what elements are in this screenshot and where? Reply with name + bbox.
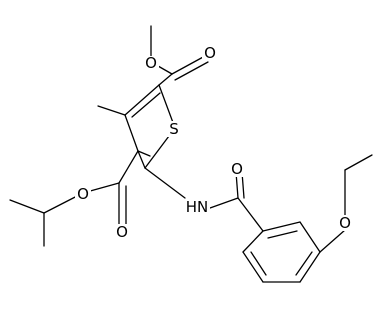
bond-isopropyl-ch-me1 bbox=[9, 199, 45, 214]
bond-c3-methyl bbox=[97, 105, 126, 116]
bond-c3-c2-b bbox=[131, 92, 161, 118]
atom-ester-left-ether-o: O bbox=[77, 185, 89, 203]
bond-ar1-ar2 bbox=[262, 221, 301, 232]
bond-carbonyl-c-o-double-b bbox=[174, 61, 209, 81]
atom-bg-ester-left-ether-o bbox=[75, 186, 91, 202]
bond-c4-ester-c bbox=[118, 150, 139, 184]
bond-ar6-ar1 bbox=[242, 230, 264, 253]
bond-amide-c-ring bbox=[237, 197, 264, 232]
bond-c3-c2-a bbox=[124, 84, 160, 116]
bond-n-amide-c bbox=[209, 197, 239, 209]
bond-ar3-ar4-inner bbox=[295, 251, 313, 276]
atom-bg-ester-top-carbonyl-o bbox=[202, 45, 218, 61]
atom-bg-ester-left-carbonyl-o bbox=[114, 224, 130, 240]
atom-bg-amide-n bbox=[184, 199, 210, 215]
bond-ar1-ar2-inner bbox=[267, 230, 298, 239]
bond-c5-n bbox=[144, 167, 186, 199]
bond-ar5-ar6-inner bbox=[250, 251, 267, 276]
atom-bg-amide-carbonyl-o bbox=[229, 161, 245, 177]
bond-ar3-o bbox=[319, 229, 346, 253]
bond-c5-c4-inner bbox=[137, 150, 151, 157]
bond-ar3-ar4 bbox=[299, 251, 321, 283]
atom-thiophene-s: S bbox=[169, 120, 179, 138]
atom-bg-ethoxy-o bbox=[337, 215, 353, 231]
atom-ester-left-carbonyl-o: O bbox=[116, 223, 128, 241]
bond-carbonyl-c-ring bbox=[158, 73, 173, 86]
bond-carbonyl-c-o-double-a bbox=[171, 55, 206, 75]
atom-amide-carbonyl-o: O bbox=[231, 160, 243, 178]
bond-ar5-ar6 bbox=[242, 251, 264, 283]
atom-ester-top-carbonyl-o: O bbox=[204, 44, 216, 62]
bond-c2-s bbox=[158, 84, 176, 129]
bond-ar2-ar3 bbox=[299, 221, 321, 253]
atom-bg-thiophene-s bbox=[166, 121, 182, 137]
atom-ethoxy-o: O bbox=[339, 214, 351, 232]
atom-ester-top-ether-o: O bbox=[145, 54, 157, 72]
bond-ch2-ch3 bbox=[344, 154, 373, 171]
bond-c5-c4 bbox=[137, 150, 146, 169]
atom-bg-ester-top-ether-o bbox=[143, 56, 159, 70]
atom-amide-n: HN bbox=[186, 198, 209, 216]
bond-c4-c3 bbox=[124, 114, 139, 152]
